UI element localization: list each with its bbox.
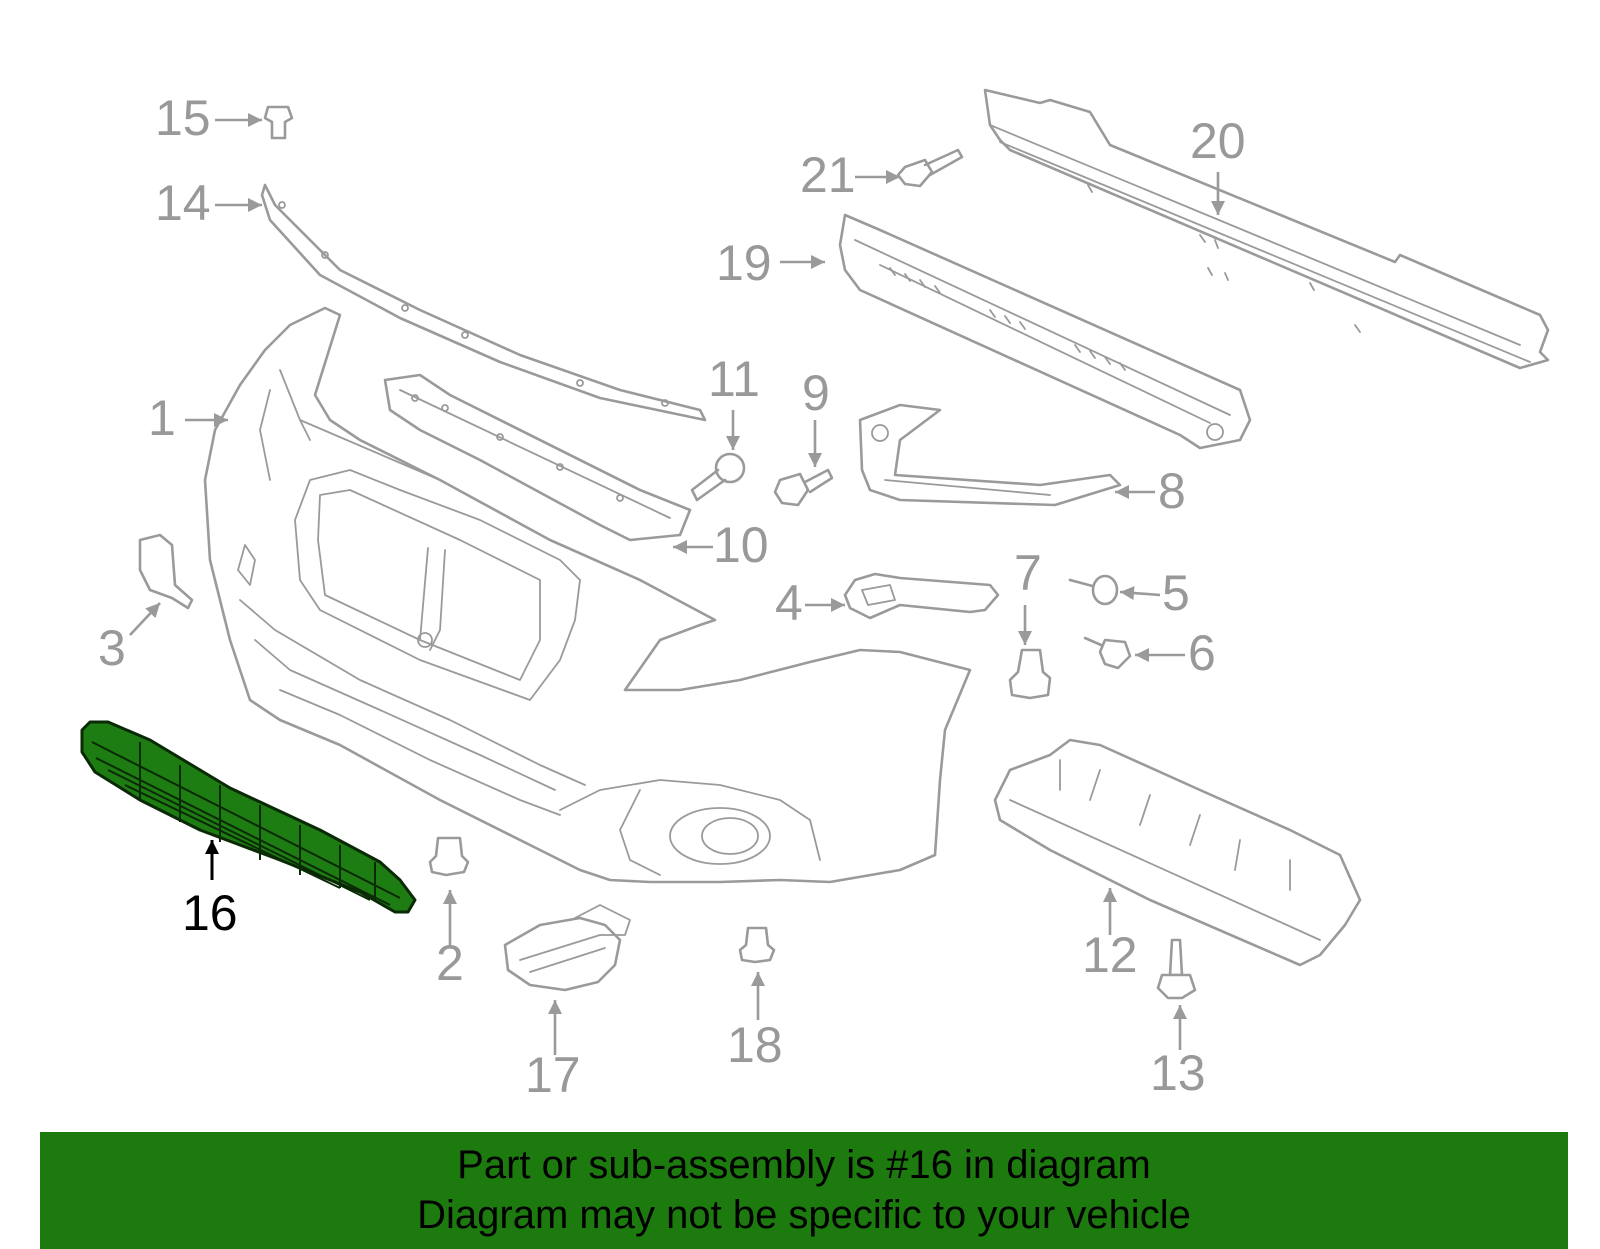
arrowhead-5: [1120, 586, 1135, 601]
arrowhead-10: [673, 540, 687, 554]
arrowhead-2: [443, 890, 457, 904]
part-16-lower-grille[interactable]: [80, 720, 417, 914]
callout-17[interactable]: 17: [525, 1047, 581, 1103]
callout-21[interactable]: 21: [800, 147, 856, 203]
part-14-strip[interactable]: [260, 183, 707, 422]
part-9-bolt[interactable]: [773, 468, 834, 507]
callout-1[interactable]: 1: [148, 390, 176, 446]
callout-15[interactable]: 15: [155, 90, 211, 146]
arrowhead-14: [248, 198, 262, 212]
callout-labels: 1 2 3 4 5 6 7 8 9 10 11 12 13 14 15 16 1…: [98, 90, 1246, 1103]
part-6-bolt[interactable]: [1083, 636, 1132, 670]
callout-14[interactable]: 14: [155, 175, 211, 231]
arrowhead-13: [1173, 1005, 1187, 1019]
banner-line-2: Diagram may not be specific to your vehi…: [417, 1193, 1191, 1237]
part-4-bracket[interactable]: [843, 572, 1000, 620]
callout-13[interactable]: 13: [1150, 1045, 1206, 1101]
arrowhead-15: [248, 113, 262, 127]
arrowhead-17: [548, 1000, 562, 1014]
arrowhead-19: [811, 255, 825, 269]
callout-18[interactable]: 18: [727, 1017, 783, 1073]
part-10-bracket[interactable]: [383, 373, 692, 542]
arrowhead-9: [808, 453, 822, 467]
banner-line-1: Part or sub-assembly is #16 in diagram: [457, 1143, 1151, 1187]
callout-3[interactable]: 3: [98, 620, 126, 676]
arrowhead-12: [1103, 888, 1117, 902]
leader-arrows: [129, 113, 1225, 1055]
callout-11[interactable]: 11: [708, 351, 760, 407]
part-19-absorber[interactable]: [838, 213, 1252, 450]
part-8-bracket[interactable]: [858, 403, 1122, 507]
callout-8[interactable]: 8: [1158, 463, 1186, 519]
arrowhead-3: [145, 603, 160, 619]
part-13-bolt[interactable]: [1156, 938, 1197, 1000]
part-12-undercover[interactable]: [993, 738, 1362, 967]
arrowhead-8: [1115, 485, 1129, 499]
callout-19[interactable]: 19: [716, 235, 772, 291]
callout-2[interactable]: 2: [436, 935, 464, 991]
arrowhead-11: [726, 436, 740, 450]
callout-16[interactable]: 16: [182, 885, 238, 941]
callout-5[interactable]: 5: [1162, 565, 1190, 621]
arrowhead-6: [1135, 648, 1149, 662]
arrowhead-1: [214, 413, 228, 427]
arrowhead-4: [831, 598, 845, 612]
arrowhead-20: [1211, 201, 1225, 215]
part-7-clip[interactable]: [1008, 648, 1052, 700]
part-1-bumper-cover[interactable]: [203, 306, 972, 884]
part-17-fog-lamp[interactable]: [503, 904, 631, 992]
callout-20[interactable]: 20: [1190, 113, 1246, 169]
part-21-bolt[interactable]: [896, 148, 964, 188]
arrowhead-21: [886, 170, 900, 184]
arrowhead-16: [205, 840, 219, 854]
callout-12[interactable]: 12: [1082, 927, 1138, 983]
info-banner: Part or sub-assembly is #16 in diagram D…: [40, 1132, 1568, 1249]
part-18-clip[interactable]: [738, 926, 776, 964]
part-5-rivet[interactable]: [1068, 574, 1119, 606]
part-11-bolt[interactable]: [690, 452, 746, 502]
part-20-reinforcement[interactable]: [983, 88, 1550, 370]
part-2-clip[interactable]: [428, 836, 470, 877]
callout-6[interactable]: 6: [1188, 625, 1216, 681]
callout-4[interactable]: 4: [775, 575, 803, 631]
arrowhead-18: [751, 972, 765, 986]
callout-10[interactable]: 10: [713, 517, 769, 573]
part-3-cap[interactable]: [138, 533, 194, 610]
callout-7[interactable]: 7: [1014, 545, 1042, 601]
part-15-clip[interactable]: [263, 105, 294, 140]
callout-9[interactable]: 9: [802, 365, 830, 421]
arrowhead-7: [1018, 631, 1032, 645]
